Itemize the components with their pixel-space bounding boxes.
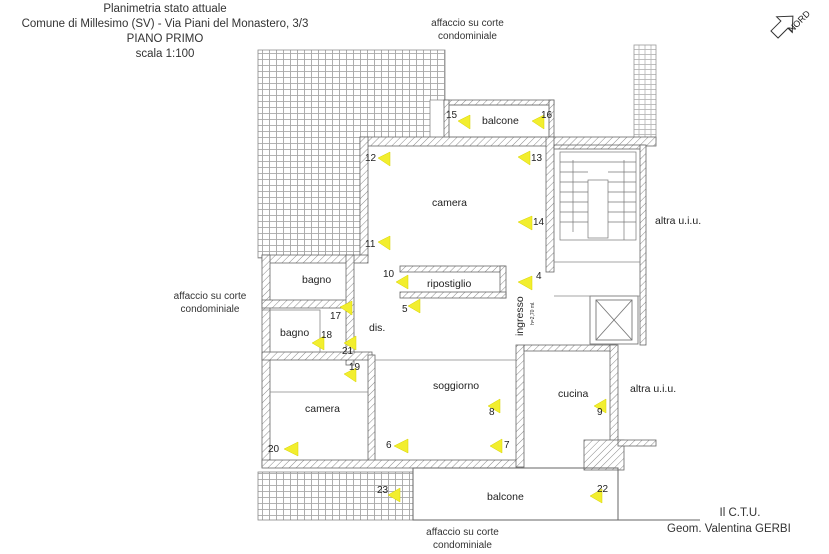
- marker-21: [343, 335, 357, 351]
- marker-16: [531, 114, 545, 130]
- room-bagno-1: bagno: [302, 274, 332, 286]
- staircase: [559, 151, 637, 241]
- balcony-bottom-frame: [412, 467, 700, 521]
- header-line-1: Planimetria stato attuale: [103, 3, 227, 15]
- balcony-top-frame: [448, 104, 550, 138]
- room-balcone-top: balcone: [482, 115, 519, 127]
- viewpoint-label-21: 21: [342, 346, 354, 357]
- courtyard-top-line2: condominiale: [438, 31, 497, 42]
- header-line-2: Comune di Millesimo (SV) - Via Piani del…: [21, 18, 309, 30]
- marker-17: [339, 300, 353, 316]
- marker-12: [377, 151, 391, 167]
- walls: [261, 99, 657, 471]
- room-ingresso: ingresso: [514, 296, 526, 336]
- viewpoint-label-8: 8: [489, 407, 495, 418]
- marker-20: [283, 441, 299, 457]
- courtyard-bottom-line2: condominiale: [433, 540, 492, 551]
- viewpoint-label-23: 23: [377, 485, 389, 496]
- marker-10: [395, 274, 409, 290]
- courtyard-top-line1: affaccio su corte: [431, 18, 504, 29]
- marker-22: [589, 488, 603, 504]
- viewpoint-label-17: 17: [330, 311, 342, 322]
- room-cucina: cucina: [558, 388, 589, 400]
- marker-23: [387, 487, 401, 503]
- marker-7: [489, 438, 503, 454]
- viewpoint-label-6: 6: [386, 440, 392, 451]
- room-ingresso-note: h=2,70 ml.: [530, 301, 536, 326]
- marker-19: [343, 367, 357, 383]
- viewpoint-label-12: 12: [365, 153, 377, 164]
- viewpoint-label-9: 9: [597, 407, 603, 418]
- signature-role: Il C.T.U.: [719, 507, 761, 519]
- room-camera-top: camera: [432, 197, 468, 209]
- header-line-3: PIANO PRIMO: [126, 33, 204, 45]
- header-line-4: scala 1:100: [135, 48, 195, 60]
- courtyard-bottom-line1: affaccio su corte: [426, 527, 499, 538]
- neighbor-unit-2: altra u.i.u.: [630, 383, 677, 395]
- marker-8: [487, 398, 501, 414]
- viewpoint-label-22: 22: [597, 484, 609, 495]
- courtyard-left-line2: condominiale: [180, 304, 240, 315]
- viewpoint-label-4: 4: [536, 271, 542, 282]
- roof-hatching: [257, 44, 657, 521]
- viewpoint-label-11: 11: [365, 239, 376, 250]
- marker-15: [457, 114, 471, 130]
- inner-lines: [261, 261, 640, 393]
- marker-4: [517, 275, 533, 291]
- viewpoint-label-19: 19: [349, 362, 361, 373]
- marker-9: [593, 398, 607, 414]
- viewpoint-label-14: 14: [533, 217, 545, 228]
- viewpoint-label-16: 16: [541, 110, 553, 121]
- viewpoint-label-5: 5: [402, 304, 408, 315]
- north-arrow-icon: [770, 15, 794, 39]
- elevator-shaft: [589, 295, 639, 345]
- viewpoint-label-18: 18: [321, 330, 333, 341]
- viewpoint-markers: [283, 114, 607, 504]
- viewpoint-label-13: 13: [531, 153, 543, 164]
- room-bagno-2: bagno: [280, 327, 310, 339]
- room-ripostiglio: ripostiglio: [427, 278, 472, 290]
- room-balcone-bottom: balcone: [487, 491, 524, 503]
- marker-14: [517, 215, 533, 231]
- viewpoint-label-10: 10: [383, 269, 395, 280]
- marker-5: [407, 298, 421, 314]
- neighbor-unit-1: altra u.i.u.: [655, 215, 702, 227]
- room-dis: dis.: [369, 322, 386, 334]
- viewpoint-label-7: 7: [504, 440, 510, 451]
- room-camera-bottom: camera: [305, 403, 341, 415]
- marker-11: [377, 235, 391, 251]
- viewpoint-label-20: 20: [268, 444, 280, 455]
- marker-18: [311, 335, 325, 351]
- marker-13: [517, 150, 531, 166]
- room-soggiorno: soggiorno: [433, 380, 480, 392]
- marker-6: [393, 438, 409, 454]
- viewpoint-label-15: 15: [446, 110, 458, 121]
- courtyard-left-line1: affaccio su corte: [173, 291, 247, 302]
- signature-name: Geom. Valentina GERBI: [667, 523, 791, 535]
